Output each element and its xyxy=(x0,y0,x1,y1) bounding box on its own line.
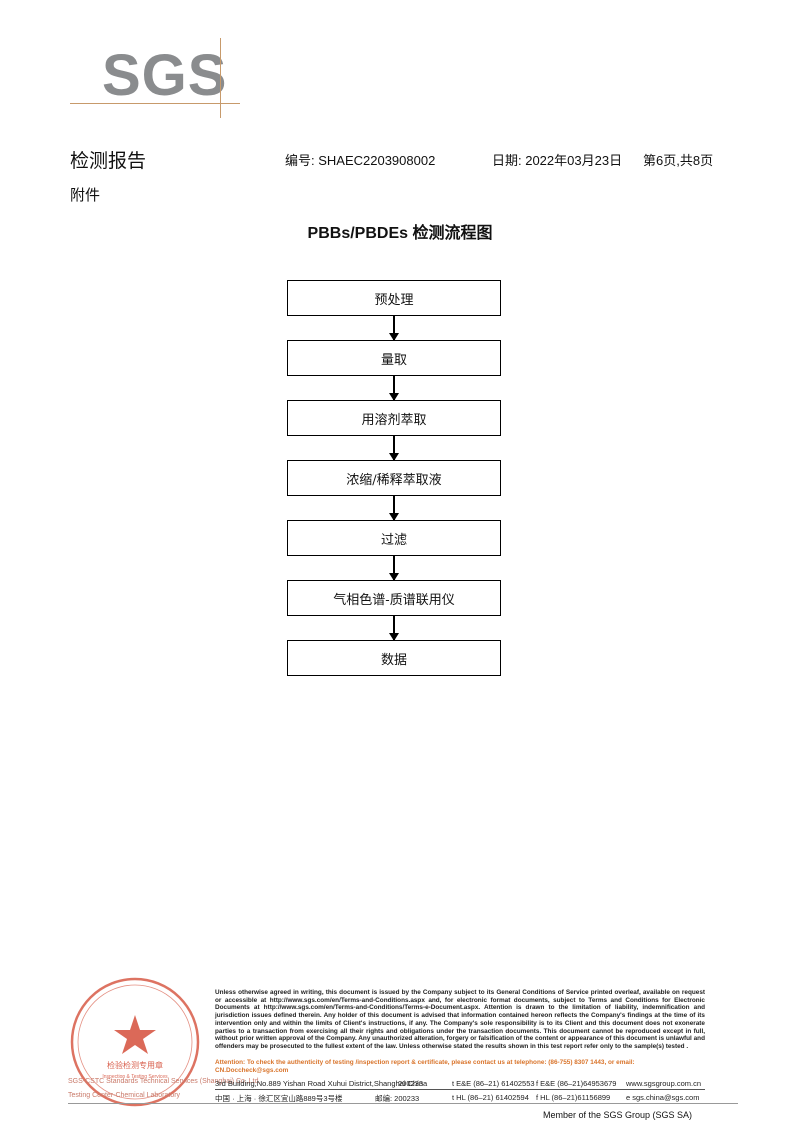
flow-step-solvent-extraction: 用溶剂萃取 xyxy=(287,400,501,436)
email-link[interactable]: e sgs.china@sgs.com xyxy=(626,1093,700,1102)
logo-horizontal-rule xyxy=(70,103,240,104)
report-number: 编号: SHAEC2203908002 xyxy=(285,153,436,168)
tel-ee: t E&E (86–21) 61402553 xyxy=(452,1079,535,1088)
logo-vertical-rule xyxy=(220,38,221,118)
bottom-rule xyxy=(68,1103,738,1104)
tel-hl: t HL (86–21) 61402594 xyxy=(452,1093,529,1102)
official-stamp: 检验检测专用章 Inspection & Testing Services xyxy=(70,977,200,1107)
attachment-label: 附件 xyxy=(70,186,101,204)
flow-step-gcms: 气相色谱-质谱联用仪 xyxy=(287,580,501,616)
flow-arrow xyxy=(389,556,399,581)
website-link[interactable]: www.sgsgroup.com.cn xyxy=(626,1079,702,1088)
flow-step-concentrate-dilute: 浓缩/稀释萃取液 xyxy=(287,460,501,496)
flow-arrow xyxy=(389,436,399,461)
stamp-company-text: SGS-CSTC Standards Technical Services (S… xyxy=(68,1078,261,1085)
stamp-lab-text: Testing Center-Chemical Laboratory xyxy=(68,1092,181,1099)
stamp-english-text: Inspection & Testing Services xyxy=(102,1074,168,1080)
flow-step-pretreatment: 预处理 xyxy=(287,280,501,316)
logo-text: SGS xyxy=(102,43,228,108)
sgs-logo: SGS xyxy=(70,38,245,118)
flow-step-measure: 量取 xyxy=(287,340,501,376)
fax-hl: f HL (86–21)61156899 xyxy=(536,1093,611,1102)
report-date: 日期: 2022年03月23日 xyxy=(492,153,623,168)
address-en: 3rd Building,No.889 Yishan Road Xuhui Di… xyxy=(215,1079,428,1088)
flow-step-filter: 过滤 xyxy=(287,520,501,556)
legal-disclaimer: Unless otherwise agreed in writing, this… xyxy=(215,989,705,1050)
member-statement: Member of the SGS Group (SGS SA) xyxy=(543,1110,693,1120)
flow-arrow xyxy=(389,616,399,641)
stamp-center-text: 检验检测专用章 xyxy=(107,1060,163,1070)
flow-arrow xyxy=(389,376,399,401)
zip-en: 200233 xyxy=(398,1079,424,1088)
zip-cn: 邮编: 200233 xyxy=(375,1094,420,1103)
address-cn: 中国 · 上海 · 徐汇区宜山路889号3号楼 xyxy=(215,1094,343,1103)
authenticity-attention: Attention: To check the authenticity of … xyxy=(215,1059,635,1074)
flow-arrow xyxy=(389,496,399,521)
report-title: 检测报告 xyxy=(70,150,147,172)
flowchart-title: PBBs/PBDEs 检测流程图 xyxy=(307,225,493,242)
stamp-star-icon xyxy=(114,1015,156,1054)
page-indicator: 第6页,共8页 xyxy=(643,153,714,168)
flow-step-data: 数据 xyxy=(287,640,501,676)
footer-separator xyxy=(215,1089,705,1090)
fax-ee: f E&E (86–21)64953679 xyxy=(536,1079,617,1088)
flow-arrow xyxy=(389,316,399,341)
